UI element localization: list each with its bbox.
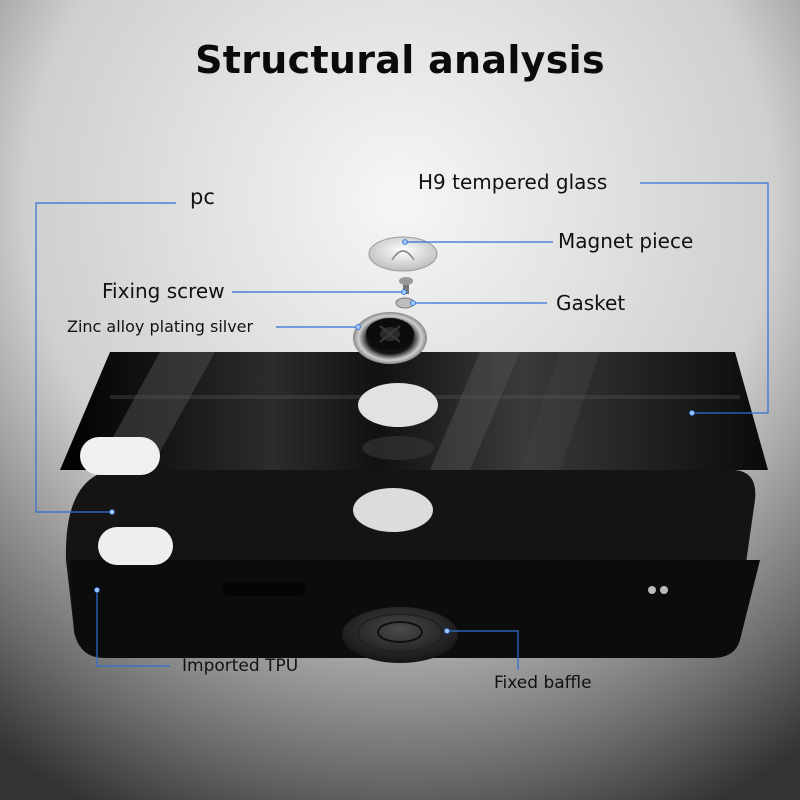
- mic-hole: [660, 586, 668, 594]
- callout-zinc-alloy: Zinc alloy plating silver: [67, 317, 254, 336]
- ring-holder: [353, 312, 427, 364]
- fixing-screw-part: [399, 277, 413, 294]
- case-logo-hole: [353, 488, 433, 532]
- callout-magnet-piece: Magnet piece: [558, 229, 694, 253]
- glass-camera-cutout: [80, 437, 160, 475]
- callout-gasket: Gasket: [556, 291, 626, 315]
- leader-line-h9-glass: [640, 182, 769, 414]
- magnet-piece-part: [368, 236, 438, 272]
- callout-imported-tpu: Imported TPU: [182, 656, 299, 676]
- leader-line-tpu: [96, 590, 170, 667]
- glass-logo-hole: [358, 383, 438, 427]
- page-title: Structural analysis: [195, 38, 605, 82]
- tempered-glass-panel: [60, 352, 768, 475]
- callout-h9-glass: H9 tempered glass: [418, 170, 608, 194]
- leader-line-pc: [35, 202, 176, 513]
- callout-pc: pc: [190, 185, 215, 209]
- mic-hole: [648, 586, 656, 594]
- side-button: [222, 582, 306, 596]
- leader-lines: [35, 182, 769, 670]
- callout-fixing-screw: Fixing screw: [102, 279, 225, 303]
- callout-fixed-baffle: Fixed baffle: [494, 673, 592, 693]
- fixed-baffle-part: [342, 607, 458, 663]
- case-camera-cutout: [98, 527, 173, 565]
- leader-line-baffle: [447, 630, 519, 670]
